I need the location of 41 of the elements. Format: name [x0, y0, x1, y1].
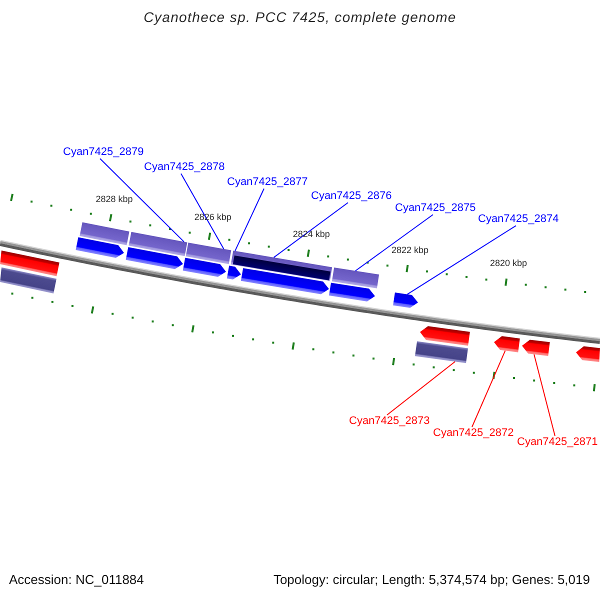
accession-label: Accession: NC_011884: [9, 573, 144, 588]
scale-label: 2822 kbp: [391, 244, 428, 255]
leader-line: [273, 202, 348, 258]
leader-line: [534, 354, 556, 436]
gene-feature: [76, 237, 124, 258]
gene-label: Cyan7425_2878: [144, 161, 225, 174]
leader-line: [386, 361, 456, 416]
gene-label: Cyan7425_2876: [311, 190, 392, 203]
gene-block: [128, 232, 188, 256]
gene-block: [80, 222, 130, 246]
leader-line: [234, 188, 264, 252]
gene-label: Cyan7425_2875: [395, 202, 476, 215]
gene-feature: [240, 268, 329, 294]
leader-line: [100, 158, 185, 242]
genome-summary: Topology: circular; Length: 5,374,574 bp; Genes: 5,019: [273, 573, 590, 588]
gene-label: Cyan7425_2872: [433, 427, 514, 440]
gene-label: Cyan7425_2871: [517, 436, 598, 449]
gene-label: Cyan7425_2873: [349, 415, 430, 428]
gene-block: [186, 242, 232, 264]
gene-block: [414, 341, 468, 364]
gene-block: [0, 267, 56, 294]
scale-label: 2820 kbp: [490, 258, 528, 269]
gene-feature: [494, 336, 520, 352]
scale-label: 2828 kbp: [96, 194, 133, 204]
gene-feature: [522, 340, 550, 356]
leader-line: [406, 225, 516, 295]
gene-label: Cyan7425_2877: [227, 176, 308, 189]
gene-label: Cyan7425_2879: [63, 146, 144, 159]
gene-feature: [126, 247, 183, 270]
gene-feature: [328, 282, 375, 302]
gene-feature: [420, 326, 470, 346]
leader-line: [354, 214, 434, 272]
leader-line: [472, 350, 506, 428]
gene-block: [0, 250, 60, 276]
gene-block: [332, 268, 380, 288]
gene-feature: [576, 346, 600, 362]
leader-line: [180, 173, 224, 250]
gene-feature: [226, 266, 241, 280]
title: Cyanothece sp. PCC 7425, complete genome: [142, 9, 458, 26]
gene-feature: [393, 292, 418, 308]
gene-label: Cyan7425_2874: [478, 213, 559, 226]
